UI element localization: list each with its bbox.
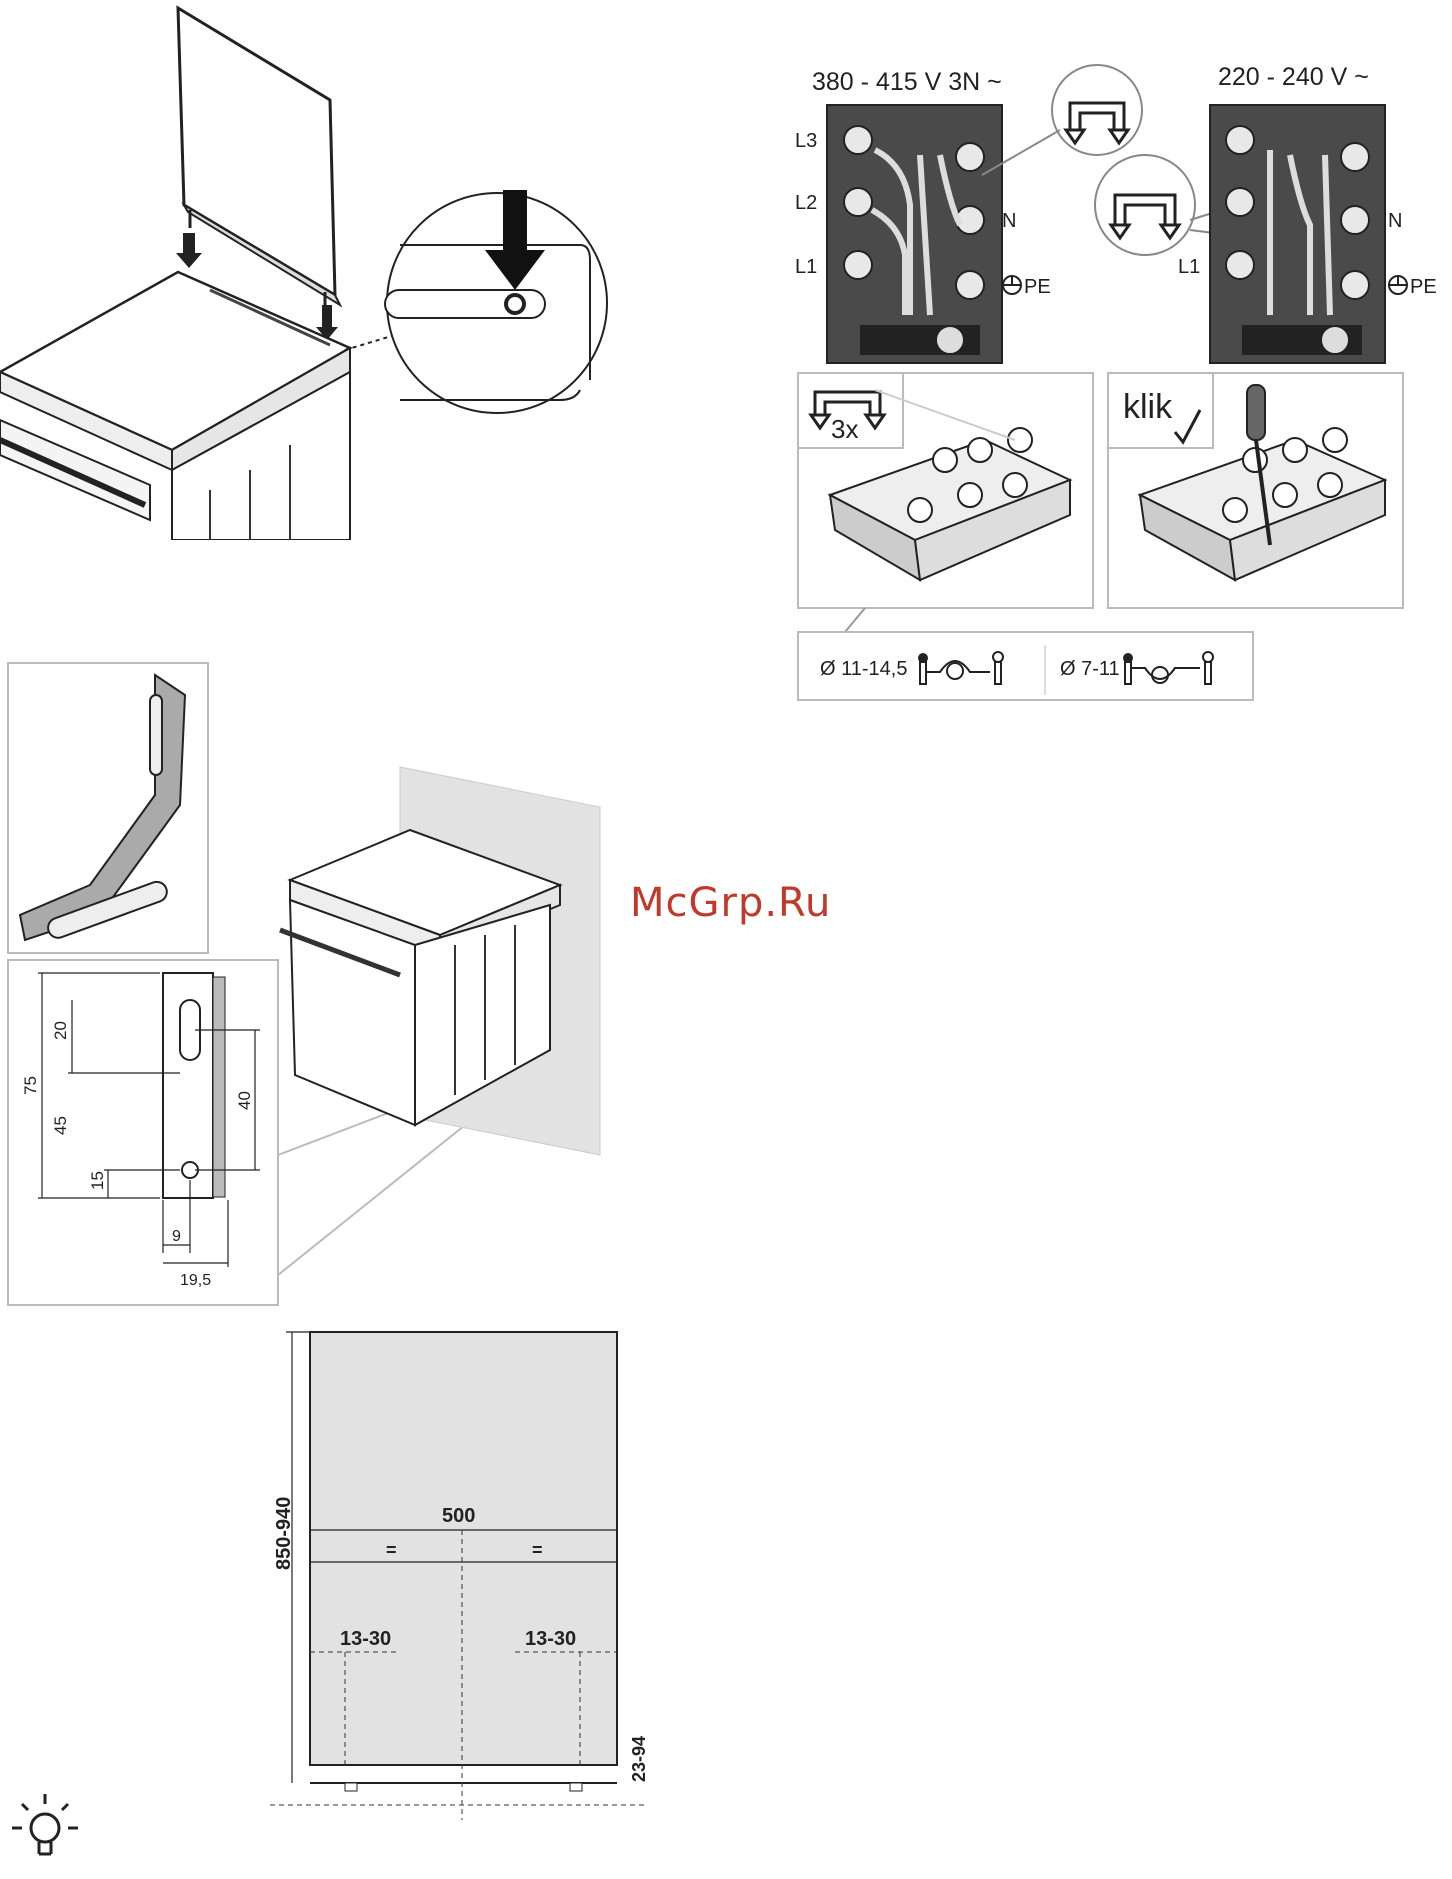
- earth-icon: [1389, 276, 1407, 294]
- wall-mounting-dimensions: 850-940 500 = = 13-30 13-30 23-94: [270, 1320, 650, 1820]
- single-terminal-n: N: [1388, 210, 1402, 232]
- dim-offset-right: 13-30: [525, 1628, 576, 1650]
- dim-45: 45: [51, 1116, 70, 1135]
- terminal-n: N: [1002, 210, 1016, 232]
- terminal-l2: L2: [795, 192, 817, 214]
- wiring-diagram: 380 - 415 V 3N ~ 220 - 240 V ~ L3 L2 L1 …: [790, 55, 1450, 375]
- bridge-count: 3x: [831, 414, 858, 444]
- dim-19-5: 19,5: [180, 1272, 211, 1289]
- clamp-small: Ø 7-11: [1060, 658, 1120, 680]
- dim-equal-right: =: [532, 1540, 543, 1560]
- click-label: klik: [1123, 388, 1173, 426]
- dim-15: 15: [88, 1171, 107, 1190]
- three-phase-title: 380 - 415 V 3N ~: [812, 68, 1002, 96]
- dim-equal-left: =: [386, 1540, 397, 1560]
- dim-offset-left: 13-30: [340, 1628, 391, 1650]
- terminal-l3: L3: [795, 130, 817, 152]
- earth-icon: [1003, 276, 1021, 294]
- dim-width: 500: [442, 1505, 475, 1527]
- single-phase-title: 220 - 240 V ~: [1218, 63, 1369, 91]
- watermark: McGrp.Ru: [630, 880, 831, 926]
- terminal-l1: L1: [795, 256, 817, 278]
- terminal-pe: PE: [1024, 276, 1051, 298]
- dim-20: 20: [51, 1021, 70, 1040]
- clamp-large: Ø 11-14,5: [820, 658, 907, 680]
- single-terminal-l1: L1: [1178, 256, 1200, 278]
- down-arrow-icon: [176, 233, 202, 268]
- lightbulb-icon: [10, 1790, 80, 1870]
- dim-40: 40: [235, 1091, 254, 1110]
- bridge-install-steps: 3x klik Ø 11-14,5 Ø 7-11: [795, 370, 1415, 735]
- dim-floor: 23-94: [629, 1736, 649, 1782]
- dim-9: 9: [172, 1228, 181, 1245]
- dim-75: 75: [21, 1076, 40, 1095]
- lid-installation-illustration: [0, 0, 640, 540]
- dim-height: 850-940: [273, 1497, 295, 1570]
- single-terminal-pe: PE: [1410, 276, 1437, 298]
- anti-tip-bracket-diagram: 20 75 45 15 40 9 19,5: [0, 655, 620, 1315]
